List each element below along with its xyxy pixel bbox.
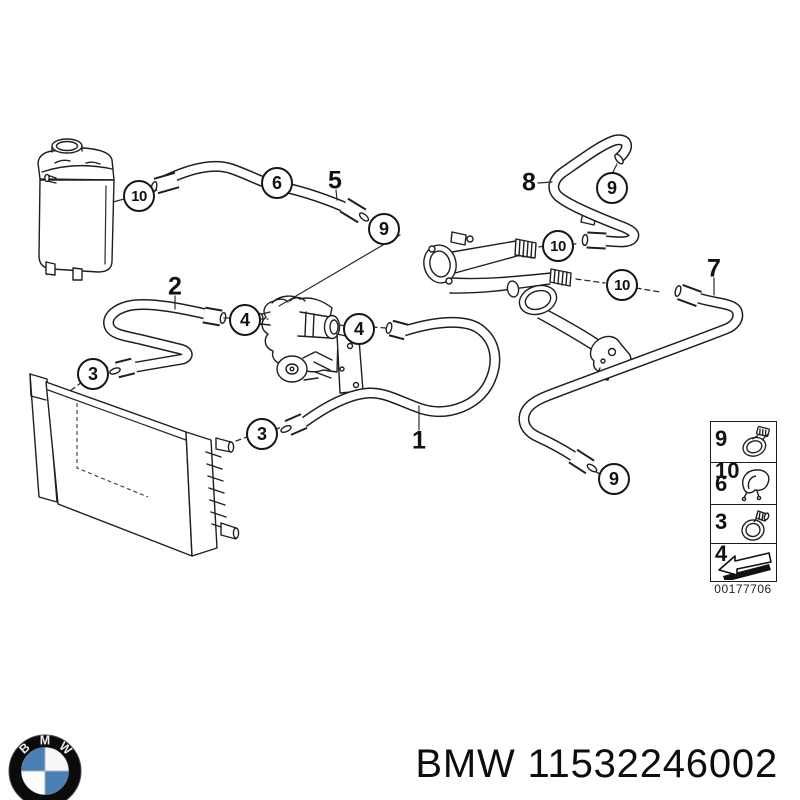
hose-1-drawing — [280, 316, 501, 436]
callout-9[interactable]: 9 — [368, 213, 400, 245]
water-pump-drawing — [256, 295, 364, 394]
legend-row-screw-clamp: 3 4 — [711, 505, 776, 566]
hose-7-drawing — [518, 284, 744, 475]
part-number: 11532246002 — [527, 742, 778, 786]
part-label-2[interactable]: 2 — [168, 272, 182, 301]
bmw-logo: B M W — [8, 734, 82, 800]
hose-2-drawing — [103, 298, 227, 379]
brand-name: BMW — [415, 742, 516, 786]
callout-3[interactable]: 3 — [77, 358, 109, 390]
profile-clamp-icon — [741, 468, 770, 501]
callout-10[interactable]: 10 — [542, 230, 574, 262]
direction-arrow-icon — [717, 551, 772, 580]
legend-row-direction-arrow — [711, 544, 776, 581]
callout-9[interactable]: 9 — [598, 463, 630, 495]
callout-6[interactable]: 6 — [261, 167, 293, 199]
legend-label: 3 — [715, 509, 728, 534]
legend-row-worm-clamp: 9 10 — [711, 422, 776, 483]
drawing-number: 00177706 — [714, 582, 772, 596]
legend-row-profile-clamp: 6 — [711, 463, 776, 505]
expansion-tank-drawing — [37, 138, 115, 281]
legend-label: 6 — [715, 470, 728, 496]
part-label-8[interactable]: 8 — [522, 168, 536, 197]
thermostat-housing-drawing — [423, 211, 632, 381]
part-label-7[interactable]: 7 — [707, 254, 721, 283]
part-label-1[interactable]: 1 — [412, 426, 426, 455]
screw-type-clamp-icon — [741, 510, 770, 541]
leader-line-hose5 — [278, 234, 401, 307]
legend-label: 9 — [715, 426, 728, 451]
worm-drive-clamp-icon — [742, 425, 771, 457]
callout-4[interactable]: 4 — [343, 313, 375, 345]
callout-10[interactable]: 10 — [606, 269, 638, 301]
callout-3[interactable]: 3 — [246, 418, 278, 450]
legend-label: 10 — [715, 457, 740, 483]
part-number-text: BMW 11532246002 — [415, 742, 778, 787]
legend-box: 9 10 6 — [710, 421, 777, 582]
callout-10[interactable]: 10 — [123, 180, 155, 212]
callout-4[interactable]: 4 — [229, 304, 261, 336]
callout-9[interactable]: 9 — [596, 172, 628, 204]
hose-8-drawing — [548, 134, 640, 250]
hose-5-drawing — [150, 160, 370, 224]
radiator-drawing — [29, 373, 240, 557]
part-label-5[interactable]: 5 — [328, 166, 342, 195]
legend-label: 4 — [715, 540, 728, 566]
logo-letter-m: M — [40, 734, 50, 748]
